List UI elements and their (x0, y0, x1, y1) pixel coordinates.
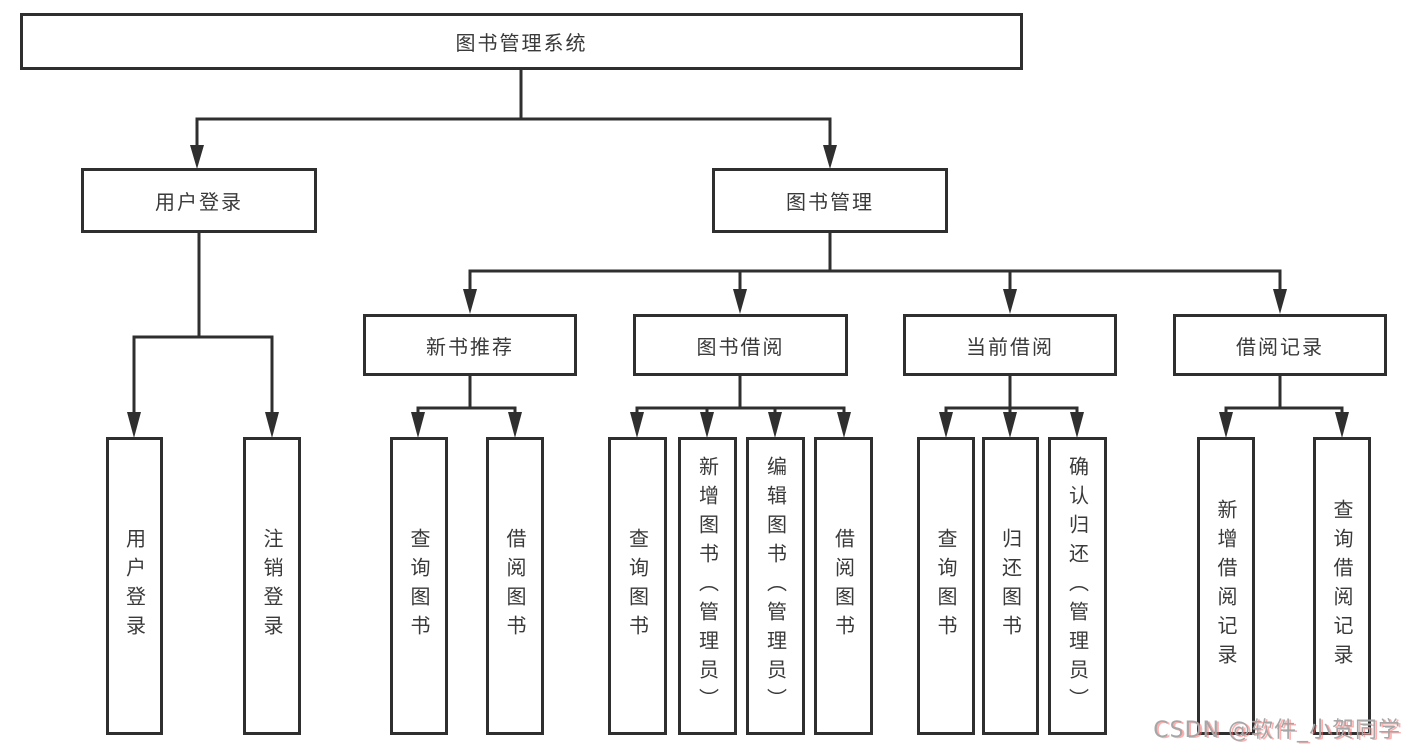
connector-root (190, 68, 837, 169)
arrowhead-icon (1335, 412, 1349, 438)
node-new-book-recommend: 新书推荐 (363, 314, 577, 376)
arrowhead-icon (1219, 412, 1233, 438)
leaf-add-book-admin: 新增图书（管理员） (678, 437, 737, 735)
leaf-borrow-book-label: 借阅图书 (831, 528, 856, 644)
leaf-logout: 注销登录 (243, 437, 301, 735)
leaf-edit-book-admin-label: 编辑图书（管理员） (763, 455, 788, 717)
leaf-user-login-label: 用户登录 (122, 528, 147, 644)
arrowhead-icon (190, 145, 204, 169)
leaf-current-query-book: 查询图书 (917, 437, 975, 735)
arrowhead-icon (127, 412, 141, 438)
arrowhead-icon (265, 412, 279, 438)
leaf-user-login: 用户登录 (106, 437, 163, 735)
leaf-add-book-admin-label: 新增图书（管理员） (695, 455, 720, 717)
node-root-label: 图书管理系统 (455, 31, 588, 55)
arrowhead-icon (508, 412, 522, 438)
node-book-manage: 图书管理 (712, 168, 948, 233)
arrowhead-icon (1003, 289, 1017, 314)
leaf-query-borrow-record: 查询借阅记录 (1313, 437, 1371, 735)
connector-manage-branch (463, 231, 1287, 314)
leaf-recommend-borrow-book-label: 借阅图书 (503, 528, 527, 644)
leaf-borrow-query-book: 查询图书 (608, 437, 667, 735)
arrowhead-icon (1273, 289, 1287, 314)
connector-group-borrow (630, 374, 851, 438)
node-borrow-records: 借阅记录 (1173, 314, 1387, 376)
arrowhead-icon (768, 412, 782, 438)
arrowhead-icon (463, 289, 477, 314)
connector-group-current (939, 374, 1084, 438)
leaf-edit-book-admin: 编辑图书（管理员） (746, 437, 805, 735)
node-root: 图书管理系统 (20, 13, 1023, 70)
leaf-return-book-label: 归还图书 (998, 528, 1023, 644)
leaf-recommend-query-book-label: 查询图书 (407, 528, 431, 644)
leaf-borrow-book: 借阅图书 (814, 437, 873, 735)
leaf-add-borrow-record: 新增借阅记录 (1197, 437, 1255, 735)
arrowhead-icon (1003, 412, 1017, 438)
node-book-manage-label: 图书管理 (786, 190, 874, 214)
leaf-return-book: 归还图书 (982, 437, 1039, 735)
arrowhead-icon (411, 412, 425, 438)
arrowhead-icon (630, 412, 644, 438)
connector-group-recommend (411, 374, 522, 438)
leaf-recommend-borrow-book: 借阅图书 (486, 437, 544, 735)
connector-group-records (1219, 374, 1349, 438)
node-new-book-recommend-label: 新书推荐 (426, 334, 514, 359)
leaf-add-borrow-record-label: 新增借阅记录 (1214, 499, 1238, 673)
node-current-borrow: 当前借阅 (903, 314, 1117, 376)
arrowhead-icon (700, 412, 714, 438)
connector-login-branch (127, 231, 279, 438)
node-book-borrow: 图书借阅 (633, 314, 848, 376)
node-borrow-records-label: 借阅记录 (1236, 334, 1324, 359)
arrowhead-icon (939, 412, 953, 438)
leaf-borrow-query-book-label: 查询图书 (625, 528, 650, 644)
arrowhead-icon (823, 145, 837, 169)
leaf-logout-label: 注销登录 (260, 528, 284, 644)
leaf-current-query-book-label: 查询图书 (934, 528, 958, 644)
arrowhead-icon (733, 289, 747, 314)
leaf-recommend-query-book: 查询图书 (390, 437, 448, 735)
node-current-borrow-label: 当前借阅 (966, 334, 1054, 359)
arrowhead-icon (1070, 412, 1084, 438)
csdn-watermark: CSDN @软件_小贺同学 (1153, 718, 1401, 743)
node-user-login-label: 用户登录 (155, 190, 243, 214)
arrowhead-icon (837, 412, 851, 438)
leaf-query-borrow-record-label: 查询借阅记录 (1330, 499, 1354, 673)
node-book-borrow-label: 图书借阅 (696, 334, 785, 359)
node-user-login: 用户登录 (81, 168, 317, 233)
leaf-confirm-return-admin-label: 确认归还（管理员） (1065, 455, 1090, 717)
leaf-confirm-return-admin: 确认归还（管理员） (1048, 437, 1107, 735)
